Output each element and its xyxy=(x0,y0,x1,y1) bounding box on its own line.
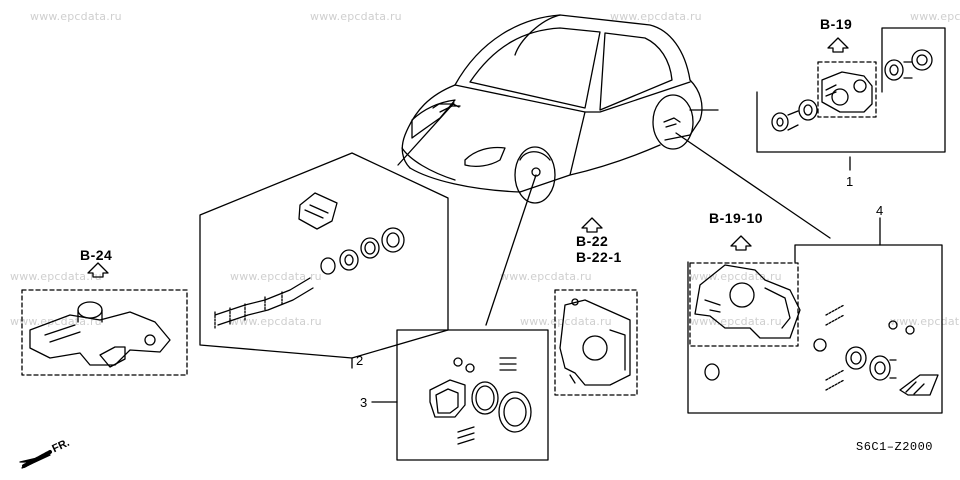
watermark: www.epcdata.ru xyxy=(230,315,322,328)
ref-label-b24[interactable]: B-24 xyxy=(80,247,113,263)
watermark: www.epcdata.ru xyxy=(520,315,612,328)
ref-label-b19[interactable]: B-19 xyxy=(820,16,853,32)
watermark: www.epcdata.ru xyxy=(10,315,102,328)
group-master-cylinder xyxy=(21,289,188,376)
group-rear-lower xyxy=(687,217,943,414)
ref-label-b22[interactable]: B-22 xyxy=(576,233,609,249)
watermark: www.epcdata.ru xyxy=(610,10,702,23)
part-number-2[interactable]: 2 xyxy=(356,353,364,368)
up-arrow-icon xyxy=(730,235,752,251)
group-rear-upper xyxy=(756,27,946,171)
part-number-4[interactable]: 4 xyxy=(876,203,884,218)
watermark: www.epcdata.ru xyxy=(230,270,322,283)
watermark: www.epcdata.ru xyxy=(910,10,960,23)
watermark: www.epcdata.ru xyxy=(500,270,592,283)
part-number-3[interactable]: 3 xyxy=(360,395,368,410)
watermark: www.epcdata.ru xyxy=(30,10,122,23)
group-front-caliper xyxy=(554,289,638,396)
watermark: www.epcdata.ru xyxy=(310,10,402,23)
ref-label-b19-10[interactable]: B-19-10 xyxy=(709,210,764,226)
group-front-caliper-kit xyxy=(371,329,549,461)
leader-line xyxy=(675,132,831,239)
part-number-1[interactable]: 1 xyxy=(846,174,854,189)
up-arrow-icon xyxy=(827,37,849,53)
leader-line xyxy=(397,102,455,166)
group-master-cylinder-kit xyxy=(199,152,449,369)
leader-line xyxy=(485,174,537,326)
watermark: www.epcdata.ru xyxy=(10,270,102,283)
ref-label-b22-1[interactable]: B-22-1 xyxy=(576,249,622,265)
diagram-code: S6C1–Z2000 xyxy=(856,440,934,454)
up-arrow-icon xyxy=(581,217,603,233)
up-arrow-icon xyxy=(87,262,109,278)
car-illustration xyxy=(401,14,719,204)
